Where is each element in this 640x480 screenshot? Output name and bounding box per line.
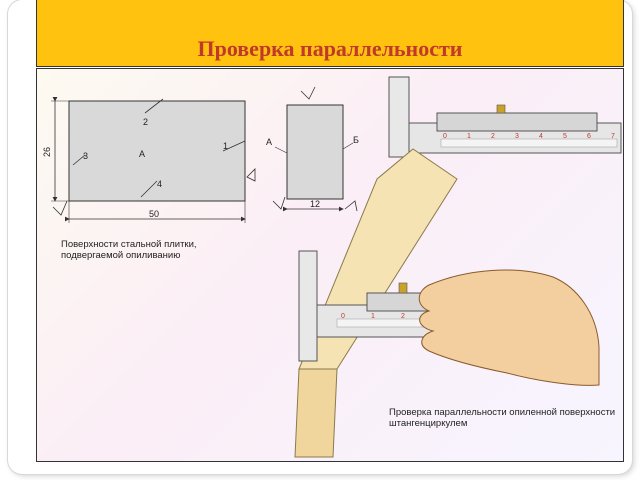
- caliper-upper-vernier: [436, 112, 598, 132]
- workpiece-edge: [294, 368, 338, 458]
- scale-label: 1: [371, 313, 375, 320]
- caliper-upper-screw: [496, 104, 506, 114]
- side-roughness-top: [300, 86, 316, 100]
- scale-label: 0: [443, 133, 447, 140]
- hand-illustration: [418, 269, 600, 386]
- scale-label: 7: [611, 133, 615, 140]
- steel-plate-side: [286, 104, 344, 200]
- plate-label-2: 2: [143, 117, 148, 127]
- side-leader-b: [342, 142, 354, 150]
- slide-frame: Проверка параллельности 2 3 1 4 A 26: [8, 0, 632, 474]
- side-label-a: A: [266, 137, 272, 147]
- scale-label: 2: [401, 313, 405, 320]
- title-bar: Проверка параллельности: [36, 0, 624, 67]
- roughness-mark-right: [246, 168, 256, 182]
- caption-parallelism-check: Проверка параллельности опиленной поверх…: [389, 407, 616, 429]
- leader-line-1: [222, 140, 246, 152]
- scale-label: 6: [587, 133, 591, 140]
- side-roughness-right: [344, 200, 358, 212]
- plate-label-4: 4: [157, 179, 162, 189]
- steel-plate-front: [68, 100, 246, 202]
- scale-label: 5: [563, 133, 567, 140]
- caliper-upper-jaw: [388, 76, 410, 158]
- scale-label: 3: [515, 133, 519, 140]
- side-roughness-left: [272, 196, 286, 210]
- leader-line-4: [140, 180, 158, 198]
- slide-title: Проверка параллельности: [197, 36, 463, 61]
- side-label-b: Б: [353, 135, 359, 145]
- scale-label: 4: [539, 133, 543, 140]
- content-area: 2 3 1 4 A 26 50 A Б 12: [36, 68, 624, 462]
- roughness-mark-left: [52, 200, 68, 216]
- dim-width-value: 50: [149, 209, 159, 219]
- plate-label-3: 3: [83, 151, 88, 161]
- scale-label: 2: [491, 133, 495, 140]
- side-leader-a: [274, 146, 288, 154]
- caliper-upper: [388, 76, 622, 158]
- caliper-lower-jaw: [298, 250, 318, 362]
- caliper-lower-screw: [398, 282, 408, 294]
- dim-thickness-value: 12: [310, 199, 320, 209]
- caliper-upper-scale-labels: 0 1 2 3 4 5 6 7: [443, 133, 615, 140]
- technical-drawing: 2 3 1 4 A 26 50 A Б 12: [42, 76, 622, 458]
- scale-label: 1: [467, 133, 471, 140]
- leader-line-3: [72, 154, 86, 166]
- caption-plate-surfaces: Поверхности стальной плитки, подвергаемо…: [61, 239, 197, 261]
- dim-height-value: 26: [42, 147, 52, 157]
- leader-line-2: [144, 98, 164, 114]
- scale-label: 0: [341, 313, 345, 320]
- plate-label-a: A: [139, 149, 145, 159]
- caliper-upper-scale: [440, 138, 618, 148]
- plate-label-1: 1: [223, 141, 228, 151]
